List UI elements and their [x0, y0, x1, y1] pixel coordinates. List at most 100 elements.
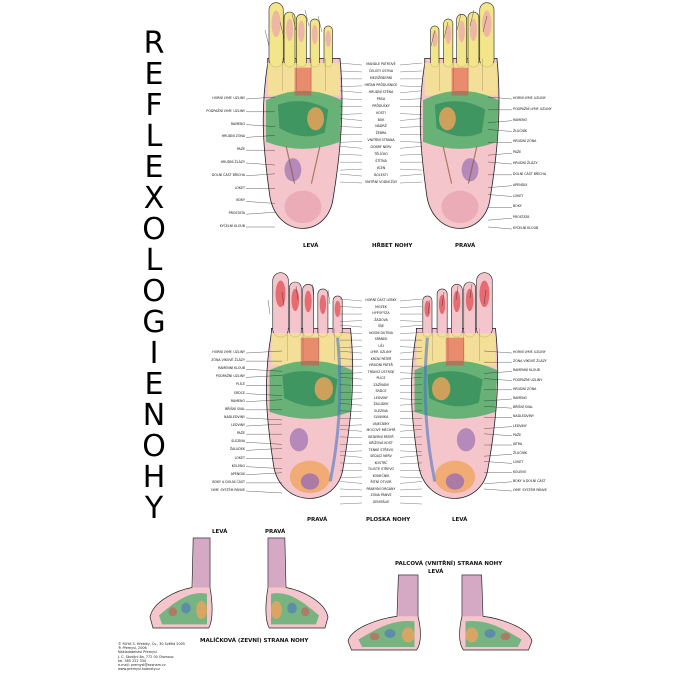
organ-label: HYPOFÝZA	[372, 311, 390, 316]
liver-zone	[307, 107, 324, 131]
leader-line-center	[339, 429, 363, 432]
organ-label: ŽEBRA	[375, 131, 387, 136]
organ-label: HRUDNÍ PÁTEŘ	[369, 363, 393, 368]
leader-line-center	[339, 346, 363, 348]
leader-line-center	[339, 332, 363, 334]
caption-palcova: PALCOVÁ (VNITŘNÍ) STRANA NOHY	[395, 561, 503, 567]
leader-line-center	[399, 332, 423, 334]
organ-label: ZAŽÍVÁNÍ	[373, 382, 389, 387]
toe-tip-zone	[482, 10, 492, 38]
organ-label: TLUSTÉ STŘEVO	[367, 467, 395, 472]
organ-label: BOLESTI	[374, 173, 388, 178]
toe-tip-zone	[319, 294, 327, 315]
thymus-zone	[300, 337, 320, 366]
toe-tip-zone	[479, 280, 490, 308]
leader-line	[245, 96, 276, 100]
organ-label: KOLENO	[513, 469, 527, 474]
leader-line	[483, 461, 513, 464]
leader-line-center	[339, 481, 363, 484]
organ-label: SLEZINA	[374, 408, 388, 413]
plantar-feet	[266, 272, 499, 499]
organ-label: PODPAŽNÍ UZLINY	[215, 374, 245, 379]
organ-label: BOKY	[236, 198, 245, 203]
side-zone-blue	[287, 602, 297, 614]
tendon-lines	[442, 146, 478, 184]
organ-label: HRUDNÍ ZÓNA	[221, 134, 245, 139]
toe-leader	[455, 285, 459, 301]
organ-label: ŽALUDEK	[229, 447, 245, 452]
leader-line	[245, 417, 283, 421]
toe-tip-zone	[445, 24, 452, 45]
organ-label: NÁDRŽ	[375, 124, 387, 129]
organ-label: TRÁVICÍ ÚSTROJÍ	[367, 369, 395, 374]
organ-label: BŘÍŠNÍ SVAL	[225, 406, 245, 411]
organ-label: ŘITNÍ OTVOR	[370, 480, 392, 485]
toe-leader	[482, 15, 488, 33]
leader-line	[245, 162, 276, 166]
leader-line-center	[399, 455, 423, 458]
pelvic-zone	[284, 158, 302, 182]
leader-line-center	[399, 126, 423, 128]
leader-line	[487, 120, 513, 123]
leader-line-center	[399, 90, 423, 93]
organ-label: JÍCEN	[376, 166, 386, 171]
leader-line-center	[339, 324, 363, 328]
heel-zone	[441, 190, 479, 224]
publisher-line: ® Přemysl, 2006	[118, 646, 147, 651]
leader-line-center	[339, 450, 363, 453]
toe-tip-zone	[298, 20, 305, 43]
leader-line-center	[339, 98, 363, 100]
leader-line-center	[339, 173, 363, 177]
organ-label: BOKY A DOLNÍ ČÁST	[212, 479, 245, 484]
organ-label: LOKET	[234, 455, 245, 460]
title-letter: E	[144, 367, 164, 402]
publisher-line: www.premysl.hodnoty.cz	[118, 667, 160, 672]
leader-line	[487, 194, 513, 197]
organ-label: SLINIVKA	[373, 415, 389, 420]
organ-label: RAMENNÍ KLOUB	[218, 366, 245, 371]
leader-line-center	[399, 146, 423, 149]
leader-line	[245, 466, 283, 469]
toe-leader	[483, 289, 487, 305]
organ-label: HRUDNÍ ZÓNA	[513, 386, 537, 391]
organ-label: KŘÍŽOVÁ KOST	[369, 441, 393, 446]
leader-line-center	[339, 462, 363, 465]
organ-label: HORNÍ LYMF. UZLINY	[212, 96, 245, 100]
organ-label: TENKÉ STŘEVO	[368, 447, 394, 452]
leader-line-center	[399, 377, 423, 380]
publisher-line: Nakladatelství Přemysl	[118, 650, 157, 655]
organ-label: MOČOVÝ MĚCHÝŘ	[366, 428, 396, 433]
caption-leva-top: LEVÁ	[303, 243, 319, 249]
leader-line	[245, 448, 283, 451]
leader-line-center	[399, 481, 423, 484]
side-zone-red	[369, 632, 380, 641]
leader-line	[245, 369, 283, 372]
organ-label: APENDIX	[230, 471, 245, 476]
liver-zone	[314, 377, 333, 401]
organ-label: PAŽE	[513, 150, 522, 155]
leader-line	[245, 173, 276, 176]
toe-leader	[441, 291, 445, 307]
title-letter: F	[145, 88, 163, 123]
leader-line-center	[339, 154, 363, 156]
toe-leader	[311, 283, 315, 299]
organ-label: SPÁNEK	[374, 337, 388, 342]
organ-label: HRTAN PRŮDUŠNICE	[364, 82, 398, 87]
leader-line	[245, 490, 283, 494]
leader-line	[487, 96, 513, 100]
lateral-feet	[149, 537, 329, 629]
toe-leader	[427, 299, 431, 315]
organ-label: MOZEK	[375, 304, 387, 309]
organ-label: SRDCE	[233, 390, 245, 395]
leader-line-center	[339, 455, 363, 458]
leader-line-center	[339, 306, 363, 308]
toe-tip-zone	[286, 18, 294, 42]
pelvic-zone	[461, 158, 479, 182]
organ-label: HORNÍ ČÁST LEBKY	[365, 298, 397, 302]
leader-line-center	[399, 181, 423, 184]
title-letter: L	[145, 119, 163, 154]
organ-label: VAJEČNÍKY	[372, 421, 390, 426]
leader-line	[245, 423, 283, 427]
organ-label: ŽÁDOVÁ	[374, 317, 388, 322]
leader-line-center	[399, 502, 423, 505]
